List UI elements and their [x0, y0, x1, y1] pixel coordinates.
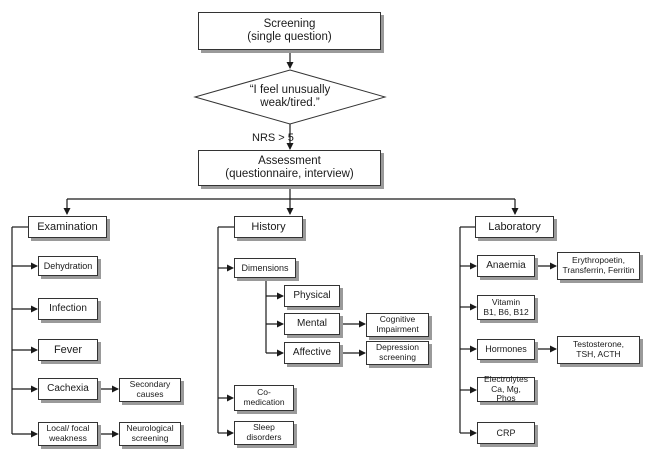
infection-box: Infection — [38, 298, 98, 320]
electrolytes-box: Electrolytes Ca, Mg, Phos — [477, 374, 535, 404]
cognitive-impairment-line-2: Impairment — [376, 324, 419, 334]
secondary-causes-line-2: causes — [136, 389, 164, 399]
cognitive-impairment-box: Cognitive Impairment — [366, 313, 429, 337]
electrolytes-line-1: Electrolytes — [484, 374, 528, 385]
secondary-causes-box: Secondary causes — [119, 378, 181, 402]
fever-box: Fever — [38, 339, 98, 361]
question-text: “I feel unusually weak/tired.” — [232, 84, 348, 109]
secondary-causes-line-1: Secondary — [129, 379, 171, 390]
local-weakness-line-1: Local/ focal — [46, 423, 90, 434]
question-line-2: weak/tired.” — [260, 96, 320, 109]
hormone-tests-line-2: TSH, ACTH — [576, 349, 621, 359]
assessment-box: Assessment (questionnaire, interview) — [198, 150, 381, 186]
depression-screening-line-1: Depression — [376, 342, 419, 353]
comedication-line-1: Co- — [257, 387, 271, 398]
dehydration-box: Dehydration — [38, 256, 98, 276]
question-line-1: “I feel unusually — [249, 84, 331, 96]
anaemia-tests-line-2: Transferrin, Ferritin — [562, 265, 635, 275]
cachexia-box: Cachexia — [38, 378, 98, 400]
hormone-tests-box: Testosterone, TSH, ACTH — [557, 336, 640, 364]
screening-box: Screening (single question) — [198, 12, 381, 50]
crp-box: CRP — [477, 422, 535, 444]
electrolytes-line-2: Ca, Mg, Phos — [491, 383, 521, 404]
vitamin-line-1: Vitamin — [491, 296, 521, 307]
screening-sublabel: (single question) — [247, 31, 332, 43]
sleep-disorders-line-2: disorders — [246, 432, 282, 442]
cognitive-impairment-line-1: Cognitive — [379, 314, 416, 325]
anaemia-tests-box: Erythropoetin, Transferrin, Ferritin — [557, 252, 640, 280]
depression-screening-line-2: screening — [379, 352, 416, 362]
laboratory-header: Laboratory — [475, 216, 554, 238]
anaemia-tests-line-1: Erythropoetin, — [572, 255, 625, 266]
hormones-box: Hormones — [477, 339, 535, 360]
neurological-screening-line-1: Neurological — [126, 423, 174, 434]
comedication-box: Co- medication — [234, 385, 294, 411]
neurological-screening-line-2: screening — [131, 433, 169, 443]
dimensions-box: Dimensions — [234, 258, 296, 278]
threshold-label: NRS > 5 — [252, 132, 294, 144]
screening-label: Screening — [263, 18, 316, 31]
vitamin-line-2: B1, B6, B12 — [483, 306, 529, 317]
affective-box: Affective — [284, 342, 340, 364]
neurological-screening-box: Neurological screening — [119, 422, 181, 446]
assessment-label: Assessment — [258, 155, 321, 168]
physical-box: Physical — [284, 285, 340, 307]
local-weakness-line-2: weakness — [49, 433, 87, 443]
assessment-sublabel: (questionnaire, interview) — [225, 168, 354, 180]
anaemia-box: Anaemia — [477, 255, 535, 277]
comedication-line-2: medication — [243, 397, 285, 407]
sleep-disorders-line-1: Sleep — [253, 422, 275, 433]
examination-header: Examination — [28, 216, 107, 238]
sleep-disorders-box: Sleep disorders — [234, 421, 294, 445]
local-weakness-box: Local/ focal weakness — [38, 422, 98, 446]
vitamin-box: Vitamin B1, B6, B12 — [477, 295, 535, 320]
question-diamond — [193, 69, 387, 125]
hormone-tests-line-1: Testosterone, — [572, 339, 625, 350]
depression-screening-box: Depression screening — [366, 341, 429, 365]
history-header: History — [234, 216, 303, 238]
mental-box: Mental — [284, 313, 340, 335]
